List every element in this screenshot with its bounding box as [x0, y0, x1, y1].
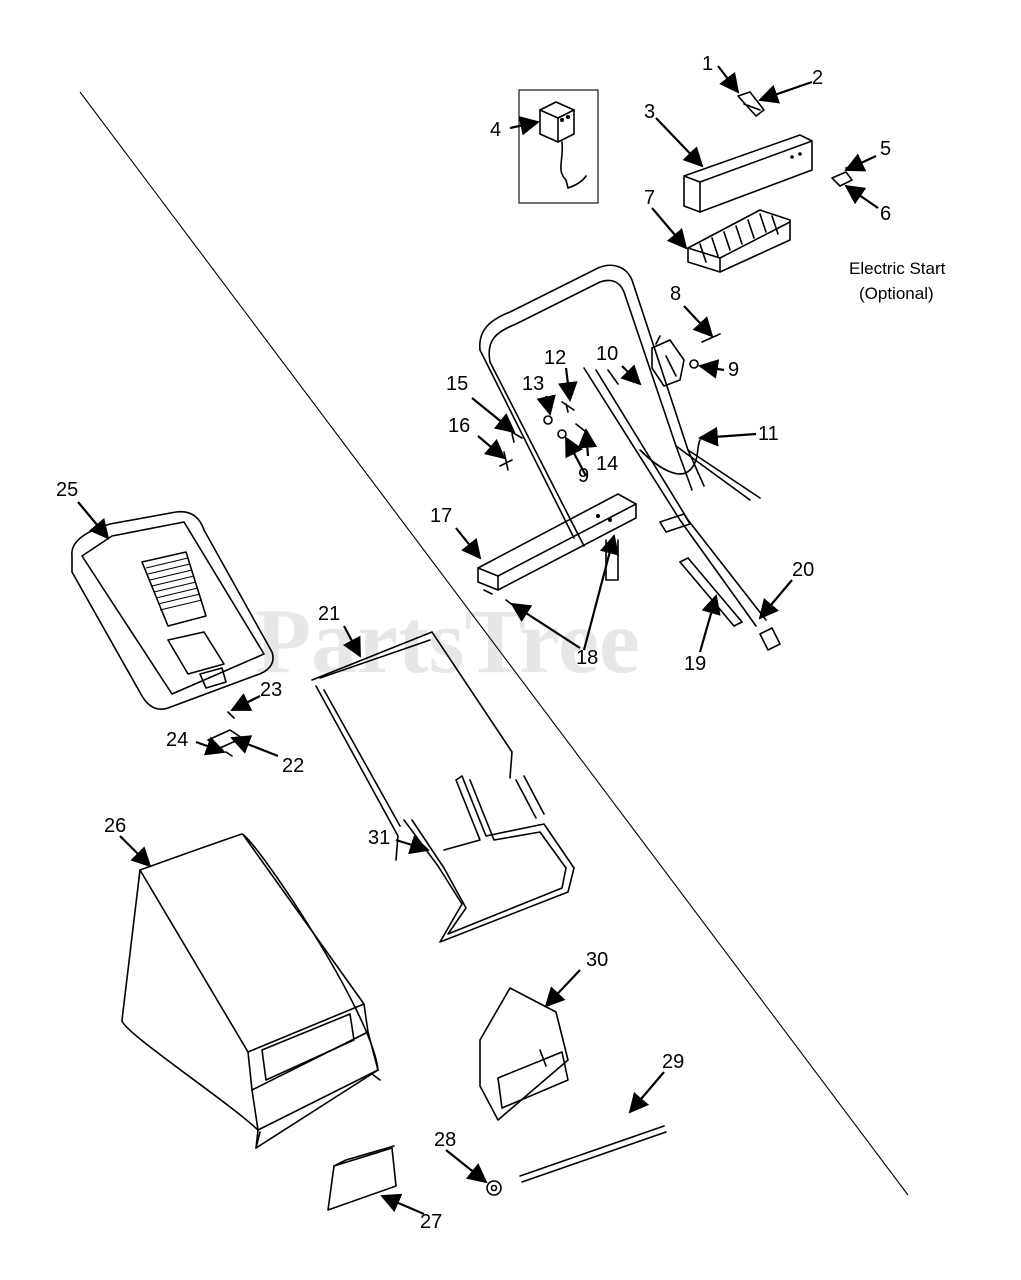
door-latch-part [207, 711, 243, 757]
callout-2: 2 [812, 67, 823, 89]
callout-9b: 9 [578, 465, 589, 487]
callout-9a: 9 [728, 359, 739, 381]
wire-harness-part [583, 367, 767, 627]
callout-23: 23 [260, 679, 282, 701]
callout-11: 11 [758, 423, 779, 445]
upper-handle-part [479, 264, 761, 547]
callout-30: 30 [586, 949, 608, 971]
callout-14: 14 [596, 453, 618, 475]
callout-12: 12 [544, 347, 566, 369]
callout-6: 6 [880, 203, 891, 225]
callout-3: 3 [644, 101, 655, 123]
callout-26: 26 [104, 815, 126, 837]
washer-part [486, 1180, 502, 1196]
watermark-text: PartsTree [255, 590, 640, 692]
rod-part [519, 1125, 667, 1183]
callout-19: 19 [684, 653, 706, 675]
callout-27: 27 [420, 1211, 442, 1233]
bag-frame-upper-part [311, 631, 513, 861]
callout-1: 1 [702, 53, 713, 75]
callout-15: 15 [446, 373, 468, 395]
callout-10: 10 [596, 343, 618, 365]
callout-21: 21 [318, 603, 340, 625]
callout-7: 7 [644, 187, 655, 209]
callout-5: 5 [880, 138, 891, 160]
charger-part [518, 89, 599, 204]
caption-line-1: Electric Start [849, 259, 946, 278]
mulch-plug-part [479, 987, 569, 1121]
separator-line [79, 91, 909, 1196]
callout-28: 28 [434, 1129, 456, 1151]
starter-cable-part [679, 557, 743, 627]
handle-bracket-part [477, 493, 637, 591]
hardware-parts [483, 333, 721, 607]
callout-29: 29 [662, 1051, 684, 1073]
callout-24: 24 [166, 729, 188, 751]
key-switch-part [651, 335, 685, 387]
callout-16: 16 [448, 415, 470, 437]
callout-labels: 1 2 3 4 5 6 7 8 9 9 10 11 12 13 14 15 16… [56, 53, 891, 1233]
rear-door-part [71, 510, 274, 711]
battery-box-part [683, 134, 813, 213]
callout-18: 18 [576, 647, 598, 669]
grass-bag-part [121, 833, 381, 1149]
caption-line-2: (Optional) [859, 284, 934, 303]
callout-25: 25 [56, 479, 78, 501]
callout-20: 20 [792, 559, 814, 581]
bag-insert-part [327, 1145, 397, 1211]
connector-part [759, 627, 781, 651]
leader-lines [77, 65, 879, 1216]
callout-17: 17 [430, 505, 452, 527]
callout-4: 4 [490, 119, 501, 141]
callout-31: 31 [368, 827, 390, 849]
callout-22: 22 [282, 755, 304, 777]
callout-13: 13 [522, 373, 544, 395]
battery-pack-part [687, 209, 791, 273]
bag-frame-lower-part [403, 775, 575, 943]
fuse-part [737, 91, 765, 117]
callout-8: 8 [670, 283, 681, 305]
